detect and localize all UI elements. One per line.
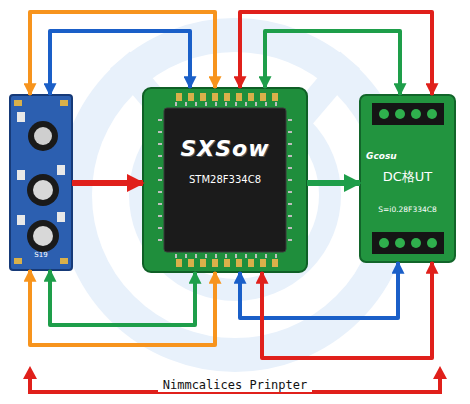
bracket-caption: Nimmcalices Prinpter xyxy=(158,378,313,392)
wire-arrow xyxy=(265,31,400,95)
bracket xyxy=(23,366,447,392)
chip-part-number: STM28F334C8 xyxy=(143,174,307,186)
wire-arrow xyxy=(262,262,432,358)
mcu-board: SXSowSTM28F334C8 xyxy=(143,88,307,272)
output-board: GcosuDC格UT S=i0.28F334C8 xyxy=(360,95,455,262)
wire-arrow xyxy=(307,180,360,186)
watermark xyxy=(75,35,395,355)
silk-label: S19 xyxy=(10,251,72,259)
output-board xyxy=(360,95,455,262)
board-logo: Gcosu xyxy=(360,151,455,162)
wire-arrow xyxy=(50,270,195,325)
wire-arrow xyxy=(30,12,215,95)
power-module xyxy=(10,95,72,270)
board-title: DC格UT xyxy=(360,169,455,185)
board-part-number: S=i0.28F334C8 xyxy=(360,205,455,214)
wire-arrow xyxy=(72,180,143,186)
wire-arrow xyxy=(240,12,432,95)
power-module: S19 xyxy=(10,95,72,270)
mcu-board xyxy=(143,88,307,272)
wire-arrow xyxy=(30,270,215,345)
label-holder: Nimmcalices Prinpter xyxy=(0,374,470,394)
chip-logo: SXSow xyxy=(143,136,307,162)
wire-arrow xyxy=(50,31,190,95)
